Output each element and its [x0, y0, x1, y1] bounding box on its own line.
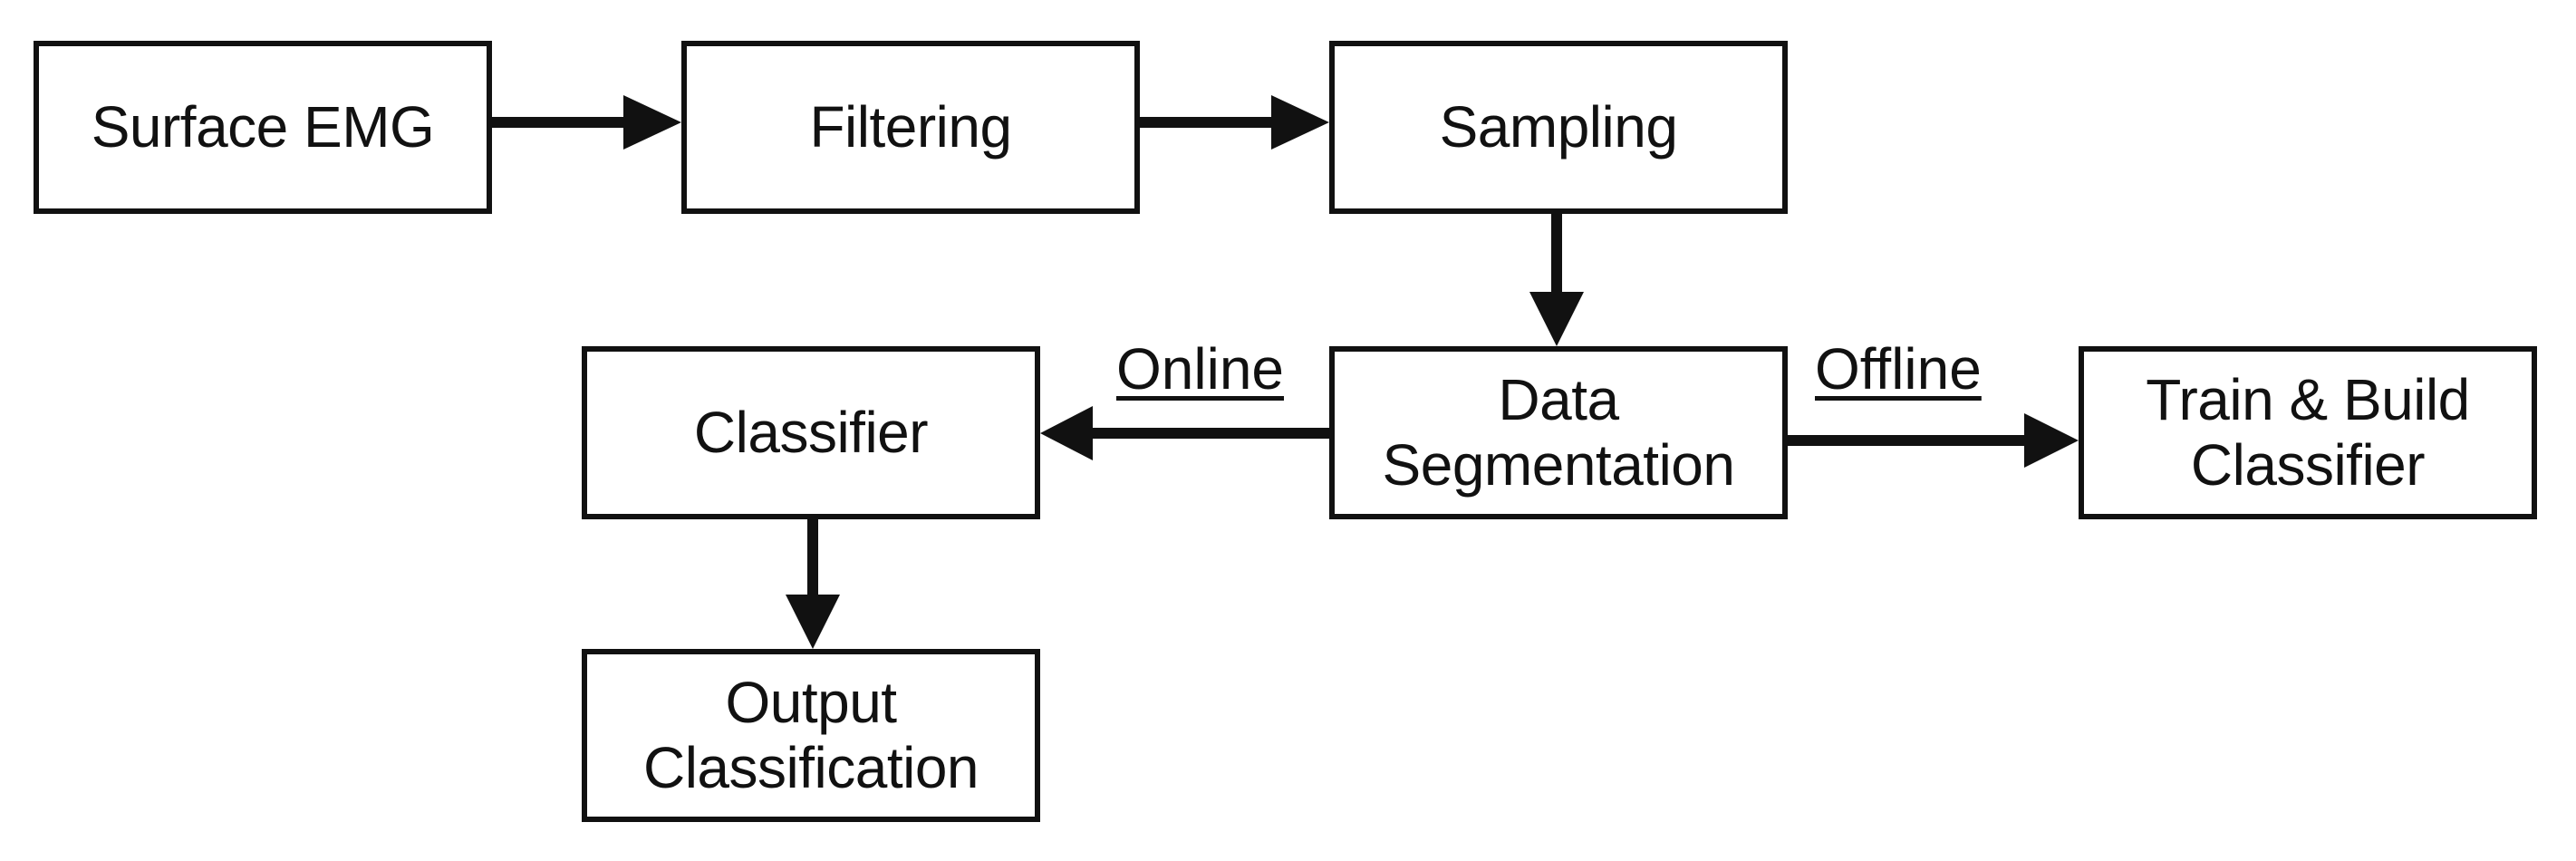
arrow-data-segmentation-to-train-build	[1788, 413, 2079, 468]
node-train-build-classifier: Train & Build Classifier	[2079, 346, 2537, 519]
node-filtering-label: Filtering	[809, 93, 1012, 160]
node-train-build-line1: Train & Build	[2146, 366, 2470, 432]
node-surface-emg-label: Surface EMG	[91, 93, 435, 160]
arrow-filtering-to-sampling	[1140, 95, 1329, 150]
node-output-classification-line2: Classification	[642, 734, 979, 800]
arrow-sampling-to-data-segmentation	[1529, 214, 1584, 346]
node-data-segmentation-line2: Segmentation	[1382, 431, 1735, 498]
node-filtering: Filtering	[681, 41, 1140, 214]
node-data-segmentation: Data Segmentation	[1329, 346, 1788, 519]
node-surface-emg: Surface EMG	[34, 41, 492, 214]
arrow-surface-emg-to-filtering	[492, 95, 681, 150]
node-output-classification-line1: Output	[725, 669, 897, 735]
arrow-data-segmentation-to-classifier	[1040, 406, 1329, 460]
edge-label-offline: Offline	[1815, 336, 1982, 401]
node-train-build-line2: Classifier	[2190, 431, 2426, 498]
node-classifier-label: Classifier	[693, 399, 929, 465]
node-sampling: Sampling	[1329, 41, 1788, 214]
node-classifier: Classifier	[582, 346, 1040, 519]
edge-label-online: Online	[1116, 336, 1284, 401]
node-sampling-label: Sampling	[1439, 93, 1678, 160]
node-output-classification: Output Classification	[582, 649, 1040, 822]
node-data-segmentation-line1: Data	[1498, 366, 1619, 432]
arrow-classifier-to-output	[786, 518, 840, 649]
